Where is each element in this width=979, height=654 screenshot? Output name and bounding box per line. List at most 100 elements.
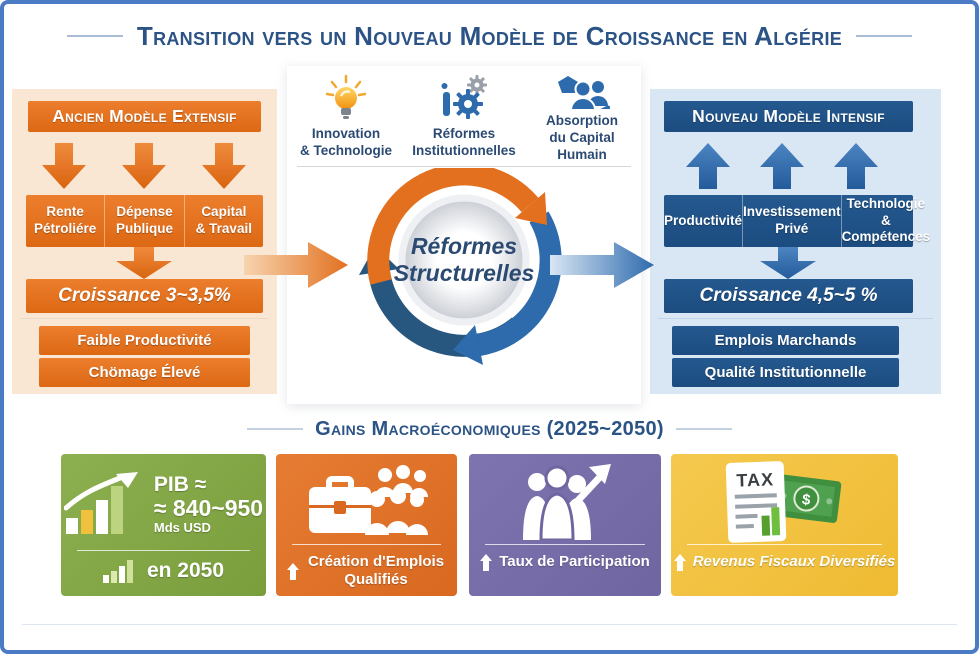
- caption-text: Revenus Fiscaux Diversifiés: [692, 553, 896, 570]
- gains-rule-right: [675, 428, 732, 430]
- input-line: Capital: [201, 204, 247, 220]
- divider: [292, 544, 441, 545]
- growth-chart-icon: [63, 472, 138, 534]
- input-line: Dépense: [116, 204, 173, 220]
- pib-label: PIB ≈: [153, 472, 207, 496]
- input-line: Investissement: [743, 204, 841, 220]
- input-investissement-prive: Investissement Privé: [742, 195, 841, 247]
- new-model-header: Nouveau Modèle Intensif: [664, 101, 913, 132]
- input-productivite: Productivité: [664, 195, 742, 247]
- outcome-emplois-marchands: Emplois Marchands: [672, 326, 899, 355]
- tax-money-icon: $ TAX: [725, 461, 841, 543]
- caption-text: Taux de Participation: [499, 553, 650, 570]
- up-arrow-icon: [760, 143, 804, 189]
- title-rule-right: [856, 35, 913, 37]
- driver-line: & Technologie: [299, 142, 392, 158]
- up-arrow-icon: [673, 553, 686, 571]
- down-arrow-icon: [760, 247, 816, 279]
- gears-icon: [441, 75, 487, 119]
- card-pib: PIB ≈ ≈ 840~950 Mds USD en 2050: [61, 454, 266, 596]
- card-fiscal: $ TAX Revenus Fiscaux Diversifi: [671, 454, 898, 596]
- old-model-inputs: Rente Pétroliére Dépense Publique Capita…: [26, 195, 263, 247]
- driver-line: du Capital Humain: [549, 130, 615, 163]
- driver-reformes-institutionnelles: Réformes Institutionnelles: [405, 74, 523, 164]
- pib-text: PIB ≈ ≈ 840~950 Mds USD: [154, 473, 263, 536]
- gains-rule-left: [247, 428, 304, 430]
- input-line: Privé: [775, 221, 809, 236]
- driver-line: Réformes: [432, 126, 496, 141]
- new-growth-box: Croissance 4,5~5 %: [664, 279, 913, 313]
- up-arrow-icon: [480, 553, 493, 571]
- people-growth-icon: [523, 464, 611, 540]
- up-arrow-icon: [287, 562, 299, 580]
- divider: [20, 318, 269, 319]
- gains-heading: Gains Macroéconomiques (2025~2050): [315, 417, 664, 440]
- card-participation: Taux de Participation: [469, 454, 661, 596]
- outcome-qualite-institutionnelle: Qualité Institutionnelle: [672, 358, 899, 387]
- driver-label: Innovation & Technologie: [300, 126, 392, 160]
- old-model-panel: Ancien Modèle Extensif Rente Pétroliére …: [12, 89, 277, 394]
- briefcase-people-icon: [308, 465, 428, 535]
- card-emplois: Création d'Emplois Qualifiés: [276, 454, 457, 596]
- divider: [687, 544, 882, 545]
- pib-year: en 2050: [146, 559, 225, 582]
- divider: [297, 166, 631, 167]
- divider: [77, 550, 250, 551]
- input-technologie-competences: Technologie & Compétences: [840, 195, 931, 247]
- gains-heading-row: Gains Macroéconomiques (2025~2050): [4, 414, 975, 444]
- driver-capital-humain: Absorption du Capital Humain: [523, 74, 641, 164]
- footer-rule: [22, 624, 957, 625]
- caption-text: Création d'Emplois Qualifiés: [307, 553, 445, 588]
- up-arrow-icon: [834, 143, 878, 189]
- pib-bottom: en 2050: [61, 557, 266, 583]
- card-caption: Revenus Fiscaux Diversifiés: [671, 553, 898, 571]
- card-icon-area: [276, 460, 457, 544]
- input-rente-petroliere: Rente Pétroliére: [26, 195, 104, 247]
- new-model-inputs: Productivité Investissement Privé Techno…: [664, 195, 930, 247]
- header: Transition vers un Nouveau Modèle de Cro…: [4, 16, 975, 56]
- pib-top: PIB ≈ ≈ 840~950 Mds USD: [61, 458, 266, 550]
- pib-unit: Mds USD: [153, 520, 211, 536]
- input-line: Pétroliére: [34, 221, 97, 236]
- lightbulb-icon: [325, 74, 367, 119]
- driver-line: Absorption: [546, 113, 618, 129]
- down-arrow-icon: [42, 143, 86, 189]
- driver-line: Innovation: [311, 126, 381, 141]
- reforms-panel: Innovation & Technologie: [287, 66, 641, 404]
- input-line: Technologie: [846, 195, 926, 211]
- driver-label: Absorption du Capital Humain: [523, 113, 641, 164]
- card-icon-area: $ TAX: [671, 460, 898, 544]
- core-label-line2: Structurelles: [394, 260, 535, 286]
- input-line: Rente: [46, 204, 84, 220]
- outcome-chomage-eleve: Chömage Élevé: [39, 358, 250, 387]
- mini-bars-icon: [102, 560, 133, 583]
- card-caption: Création d'Emplois Qualifiés: [276, 553, 457, 589]
- input-line: & Travail: [195, 221, 252, 236]
- drivers-row: Innovation & Technologie: [287, 74, 641, 164]
- card-icon-area: [469, 460, 661, 544]
- people-icon: [558, 76, 610, 110]
- input-capital-travail: Capital & Travail: [183, 195, 263, 247]
- input-line: Productivité: [664, 212, 743, 228]
- flow-arrow-right-icon: [550, 242, 654, 288]
- divider: [658, 318, 933, 319]
- driver-line: Institutionnelles: [412, 142, 516, 158]
- flow-arrow-left-icon: [244, 242, 348, 288]
- old-model-header: Ancien Modèle Extensif: [28, 101, 261, 132]
- core-label-line1: Réformes: [411, 233, 517, 259]
- pib-range: ≈ 840~950: [153, 494, 264, 521]
- outcome-faible-productivite: Faible Productivité: [39, 326, 250, 355]
- up-arrow-icon: [686, 143, 730, 189]
- driver-innovation: Innovation & Technologie: [287, 74, 405, 164]
- driver-label: Réformes Institutionnelles: [412, 126, 516, 160]
- page-title: Transition vers un Nouveau Modèle de Cro…: [136, 20, 843, 51]
- down-arrow-icon: [122, 143, 166, 189]
- divider: [485, 544, 645, 545]
- down-arrow-icon: [202, 143, 246, 189]
- reform-cycle-diagram: Réformes Structurelles: [359, 168, 562, 365]
- input-line: & Compétences: [841, 212, 931, 245]
- new-model-panel: Nouveau Modèle Intensif Productivité Inv…: [650, 89, 941, 394]
- card-caption: Taux de Participation: [469, 553, 661, 571]
- title-rule-left: [66, 35, 123, 37]
